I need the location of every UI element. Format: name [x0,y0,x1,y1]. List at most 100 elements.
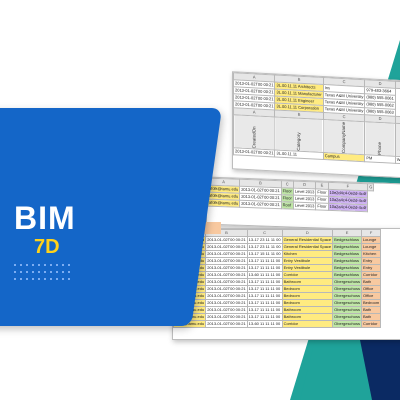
table-cell: Lounge [360,243,382,251]
table-cell: Bath [360,278,382,286]
table-cell: Bedroom [281,292,334,300]
table-cell: Entry [360,264,382,272]
table-cell: Level 2013 [293,188,316,196]
decor-dot [38,271,40,273]
column-header-cell: C [246,229,283,237]
table-cell: 13-17 11 11 11 00 [246,306,283,314]
table-cell: Corridor [360,271,382,279]
table-cell: Bedgeschloss [332,271,362,279]
table-cell: Obergeschoss [332,292,362,300]
decor-dot [26,264,28,266]
decor-dot [68,264,70,266]
decor-dot [44,264,46,266]
table-cell: Office [360,285,382,293]
table-cell: Bath [360,313,382,321]
decor-dot [20,264,22,266]
table-cell: 13-17 11 11 11 00 [246,285,283,293]
decor-dot [20,278,22,280]
decor-dot [32,278,34,280]
table-cell: Obergeschoss [332,285,362,293]
table-cell: 2013-01-02T00 00:21 [205,306,248,314]
table-cell: Obergeschoss [332,278,362,286]
table-cell: 2013-01-02T00 00:21 [205,271,248,279]
decor-dot [20,271,22,273]
table-cell: General Residential Space [281,236,334,244]
table-cell: 2013-01-02T00 00:21 [205,236,248,244]
table-cell: Kitchen [360,250,382,258]
table-cell: Floor [281,194,294,203]
spreadsheet-top-table: ABCDEFGH 2013-01-02T00 00:213L.00.11.11 … [233,72,400,167]
table-cell: Bathroom [281,306,334,314]
decor-dot [62,264,64,266]
table-cell: Bathroom [281,278,334,286]
table-cell: 2013-01-02T00 00:21 [205,250,248,258]
table-cell: 2013-01-02T00 00:21 [205,278,248,286]
decor-dot [14,271,16,273]
decor-dot [62,271,64,273]
decor-dot [14,264,16,266]
table-cell: Bath [360,306,382,314]
header-cell: ExtSystem [395,123,400,158]
table-cell: 13-17 11 11 11 00 [246,278,283,286]
table-cell: Lounge [360,236,382,244]
table-cell: 13-17 11 11 11 00 [246,299,283,307]
banner-subtitle: 7D [34,236,60,258]
table-cell: 2013-01-02T00 00:21 [205,320,248,328]
table-cell: 13-17 11 11 11 00 [246,292,283,300]
table-cell: Kitchen [281,250,334,258]
decor-dot [38,278,40,280]
table-cell: 2013-01-02T00 00:21 [205,257,248,265]
header-cell: Category [274,116,324,153]
decor-dot [68,271,70,273]
table-cell: Obergeschoss [332,313,362,321]
table-cell: Level 2013 [293,202,316,210]
decor-dot [26,271,28,273]
table-cell: Bedroom [360,299,382,307]
decor-dot [38,264,40,266]
table-cell: Corridor [281,271,334,279]
table-cell: Williams [395,156,400,165]
table-cell: 2013-01-02T00 00:21 [239,200,282,209]
table-cell: Bathroom [281,313,334,321]
column-header-cell: G [367,183,374,191]
table-cell: Bedroom [281,299,334,307]
table-cell: Obergeschoss [332,320,362,328]
column-header-cell: E [395,81,400,90]
table-cell: Bedgeschloss [332,250,362,258]
dot-grid [14,264,74,280]
decor-dot [56,264,58,266]
decor-dot [32,271,34,273]
table-cell: Corridor [360,320,382,328]
table-cell: Bedgeschloss [332,236,362,244]
table-cell: 13-17 23 11 11 00 [246,236,283,244]
decor-dot [50,264,52,266]
decor-dot [56,271,58,273]
column-header-cell: D [281,229,334,237]
table-cell: 2013-01-02T00 00:21 [205,313,248,321]
decor-dot [44,271,46,273]
table-cell: Office [360,292,382,300]
table-cell: 13-17 23 11 11 00 [246,243,283,251]
table-cell: 10a2a4c4-0e2d-4c4f [328,203,368,212]
table-cell: Bedgeschloss [332,264,362,272]
table-cell: Roof [281,201,294,210]
header-cell: CreatedOn [233,114,275,150]
table-cell: Floor [315,188,328,197]
table-cell: 13-17 11 11 11 00 [246,313,283,321]
decor-dot [56,278,58,280]
table-cell: 2013-01-02T00 00:21 [205,285,248,293]
table-cell: 2013-01-02T00 00:21 [205,299,248,307]
